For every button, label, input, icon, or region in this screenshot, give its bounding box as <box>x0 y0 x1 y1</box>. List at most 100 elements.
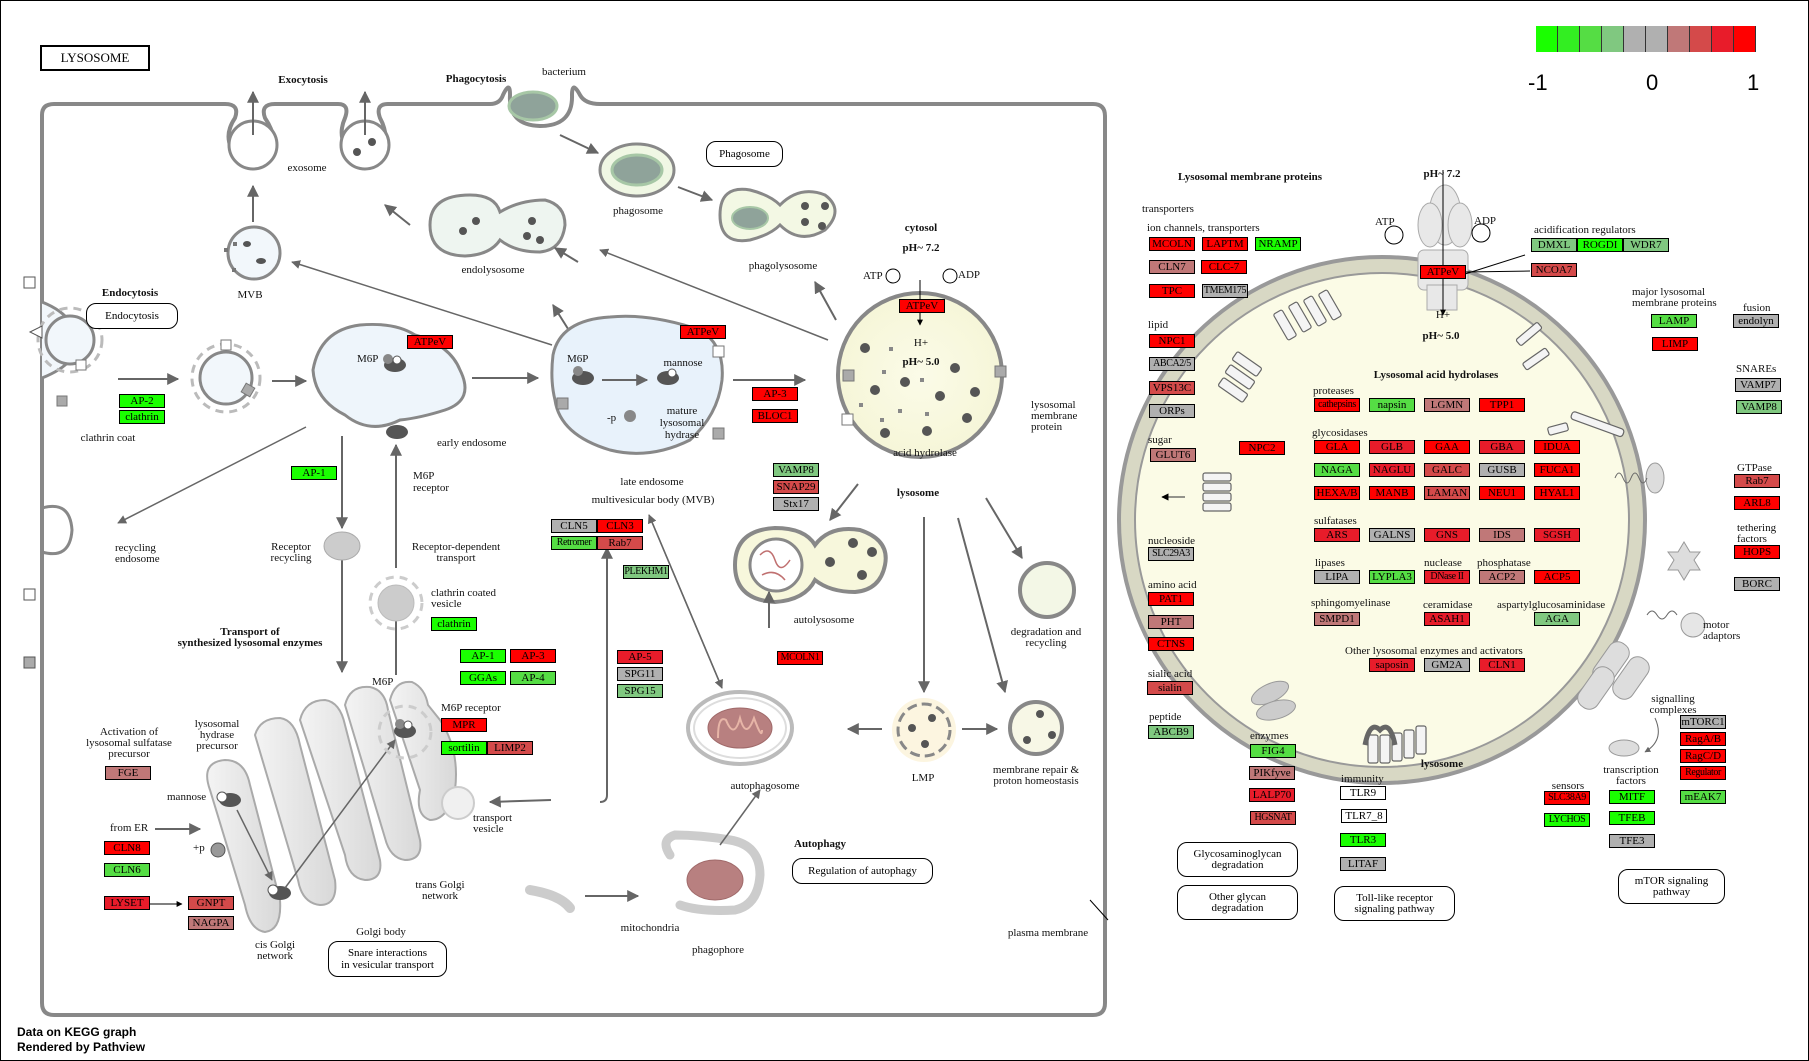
gene-vamp8[interactable]: VAMP8 <box>1736 400 1782 414</box>
link-regulation-of-autophagy[interactable]: Regulation of autophagy <box>792 858 933 884</box>
gene-ap2[interactable]: AP-2 <box>119 394 165 408</box>
gene-arl8[interactable]: ARL8 <box>1734 496 1780 510</box>
gene-rogdi[interactable]: ROGDI <box>1577 238 1623 252</box>
gene-ap1[interactable]: AP-1 <box>460 649 506 663</box>
gene-gusb[interactable]: GUSB <box>1479 463 1525 477</box>
gene-limp[interactable]: LIMP <box>1652 337 1698 351</box>
gene-borc[interactable]: BORC <box>1734 577 1780 591</box>
gene-mtorc1[interactable]: mTORC1 <box>1680 715 1726 729</box>
gene-vamp7[interactable]: VAMP7 <box>1735 378 1781 392</box>
gene-cln3[interactable]: CLN3 <box>597 519 643 533</box>
gene-stx17[interactable]: Stx17 <box>773 497 819 511</box>
gene-glut6[interactable]: GLUT6 <box>1150 448 1196 462</box>
gene-lamp[interactable]: LAMP <box>1651 314 1697 328</box>
gene-ids[interactable]: IDS <box>1479 528 1525 542</box>
gene-ars[interactable]: ARS <box>1314 528 1360 542</box>
gene-tmem175[interactable]: TMEM175 <box>1202 284 1248 298</box>
gene-manb[interactable]: MANB <box>1369 486 1415 500</box>
gene-hops[interactable]: HOPS <box>1734 545 1780 559</box>
gene-tlr7-8[interactable]: TLR7_8 <box>1341 809 1387 823</box>
gene-pat1[interactable]: PAT1 <box>1148 592 1194 606</box>
gene-fuca1[interactable]: FUCA1 <box>1534 463 1580 477</box>
gene-ap3[interactable]: AP-3 <box>510 649 556 663</box>
gene-mitf[interactable]: MITF <box>1609 790 1655 804</box>
gene-clathrin[interactable]: clathrin <box>119 410 165 424</box>
gene-spg15[interactable]: SPG15 <box>617 684 663 698</box>
link-snare-interactions[interactable]: Snare interactions in vesicular transpor… <box>328 941 447 977</box>
gene-lychos[interactable]: LYCHOS <box>1544 813 1590 827</box>
gene-clc7[interactable]: CLC-7 <box>1201 260 1247 274</box>
gene-ragc-d[interactable]: RagC/D <box>1680 749 1726 763</box>
gene-meak7[interactable]: mEAK7 <box>1680 790 1726 804</box>
link-mtor-signaling-pathway[interactable]: mTOR signaling pathway <box>1618 869 1725 904</box>
gene-abcb9[interactable]: ABCB9 <box>1148 725 1194 739</box>
gene-saposin[interactable]: saposin <box>1369 658 1415 672</box>
gene-tfe3[interactable]: TFE3 <box>1609 834 1655 848</box>
gene-sortilin[interactable]: sortilin <box>441 741 487 755</box>
gene-nagpa[interactable]: NAGPA <box>188 916 234 930</box>
gene-litaf[interactable]: LITAF <box>1340 857 1386 871</box>
gene-slc29a3[interactable]: SLC29A3 <box>1148 547 1194 561</box>
gene-limp2[interactable]: LIMP2 <box>487 741 533 755</box>
gene-ctns[interactable]: CTNS <box>1148 637 1194 651</box>
gene-pht[interactable]: PHT <box>1148 615 1194 629</box>
gene-naga[interactable]: NAGA <box>1314 463 1360 477</box>
gene-clathrin[interactable]: clathrin <box>431 617 477 631</box>
gene-cln8[interactable]: CLN8 <box>104 841 150 855</box>
gene-gnpt[interactable]: GNPT <box>188 896 234 910</box>
gene-tpp1[interactable]: TPP1 <box>1479 398 1525 412</box>
gene-atpev[interactable]: ATPeV <box>899 299 945 313</box>
gene-sialin[interactable]: sialin <box>1147 681 1193 695</box>
gene-lypla3[interactable]: LYPLA3 <box>1369 570 1415 584</box>
gene-galc[interactable]: GALC <box>1424 463 1470 477</box>
gene-bloc1[interactable]: BLOC1 <box>752 409 798 423</box>
gene-mcoln[interactable]: MCOLN <box>1149 237 1195 251</box>
gene-ggas[interactable]: GGAs <box>460 671 506 685</box>
gene-lalp70[interactable]: LALP70 <box>1249 788 1295 802</box>
gene-acp2[interactable]: ACP2 <box>1479 570 1525 584</box>
gene-spg11[interactable]: SPG11 <box>617 667 663 681</box>
gene-naglu[interactable]: NAGLU <box>1369 463 1415 477</box>
gene-gba[interactable]: GBA <box>1479 440 1525 454</box>
gene-orps[interactable]: ORPs <box>1149 404 1195 418</box>
gene-snap29[interactable]: SNAP29 <box>773 480 819 494</box>
gene-acp5[interactable]: ACP5 <box>1534 570 1580 584</box>
gene-sgsh[interactable]: SGSH <box>1534 528 1580 542</box>
gene-hgsnat[interactable]: HGSNAT <box>1250 811 1296 825</box>
gene-dmxl[interactable]: DMXL <box>1531 238 1577 252</box>
gene-nramp[interactable]: NRAMP <box>1255 237 1301 251</box>
gene-galns[interactable]: GALNS <box>1369 528 1415 542</box>
gene-ap1[interactable]: AP-1 <box>291 466 337 480</box>
gene-smpd1[interactable]: SMPD1 <box>1314 612 1360 626</box>
gene-laman[interactable]: LAMAN <box>1424 486 1470 500</box>
gene-cln6[interactable]: CLN6 <box>104 863 150 877</box>
gene-raga-b[interactable]: RagA/B <box>1680 732 1726 746</box>
gene-rab7[interactable]: Rab7 <box>597 536 643 550</box>
gene-tpc[interactable]: TPC <box>1149 284 1195 298</box>
gene-tfeb[interactable]: TFEB <box>1609 811 1655 825</box>
gene-hexa-b[interactable]: HEXA/B <box>1314 486 1360 500</box>
gene-lyset[interactable]: LYSET <box>104 896 150 910</box>
gene-laptm[interactable]: LAPTM <box>1202 237 1248 251</box>
gene-gaa[interactable]: GAA <box>1424 440 1470 454</box>
gene-mcoln1[interactable]: MCOLN1 <box>777 651 823 665</box>
gene-napsin[interactable]: napsin <box>1369 398 1415 412</box>
gene-lgmn[interactable]: LGMN <box>1424 398 1470 412</box>
gene-slc38a9[interactable]: SLC38A9 <box>1544 791 1590 805</box>
gene-npc2[interactable]: NPC2 <box>1239 441 1285 455</box>
gene-tlr3[interactable]: TLR3 <box>1340 833 1386 847</box>
gene-ap3[interactable]: AP-3 <box>752 387 798 401</box>
gene-vamp8[interactable]: VAMP8 <box>773 463 819 477</box>
link-phagosome[interactable]: Phagosome <box>706 141 783 167</box>
gene-wdr7[interactable]: WDR7 <box>1623 238 1669 252</box>
gene-gm2a[interactable]: GM2A <box>1424 658 1470 672</box>
gene-cathepsins[interactable]: cathepsins <box>1314 398 1360 412</box>
gene-idua[interactable]: IDUA <box>1534 440 1580 454</box>
gene-lipa[interactable]: LIPA <box>1314 570 1360 584</box>
gene-rab7[interactable]: Rab7 <box>1734 474 1780 488</box>
gene-retromer[interactable]: Retromer <box>551 536 597 550</box>
gene-plekhm1[interactable]: PLEKHM1 <box>623 565 669 579</box>
gene-fge[interactable]: FGE <box>105 766 151 780</box>
gene-hyal1[interactable]: HYAL1 <box>1534 486 1580 500</box>
gene-gns[interactable]: GNS <box>1424 528 1470 542</box>
